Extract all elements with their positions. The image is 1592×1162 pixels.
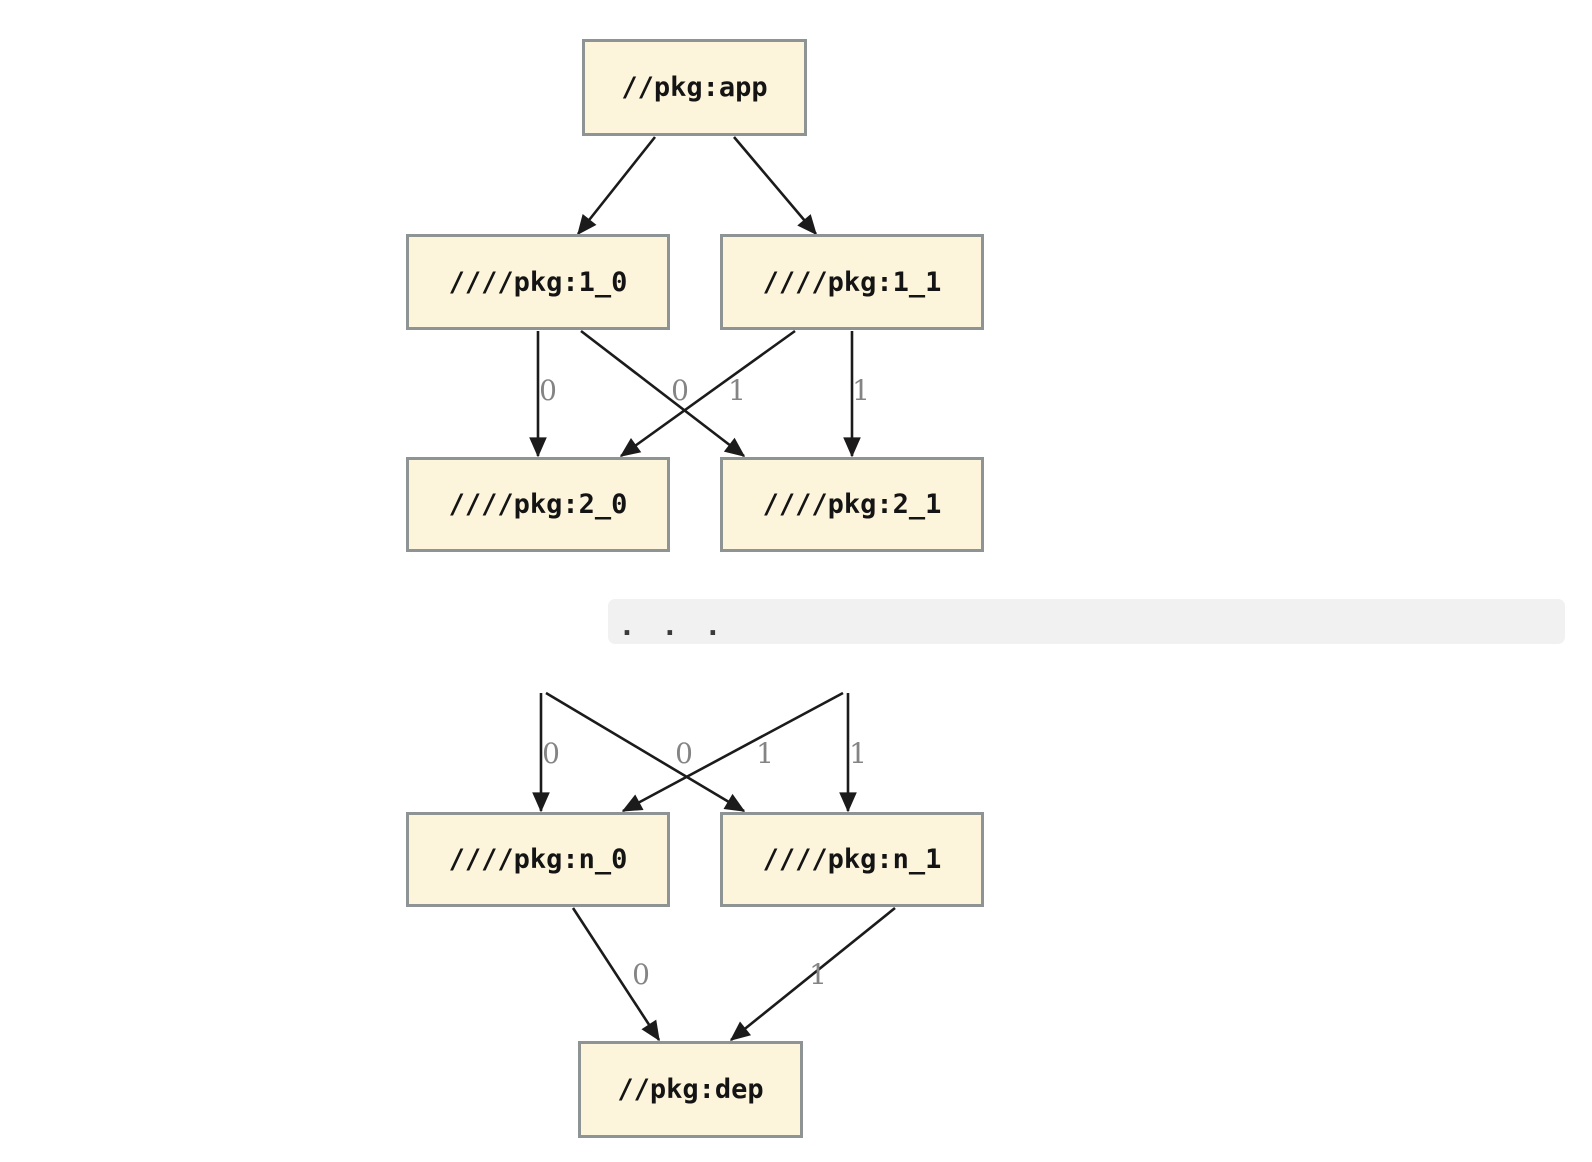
node-pkg-1_0: ////pkg:1_0 <box>406 234 670 330</box>
edge-elided-to-n_1-cross <box>545 691 746 813</box>
node-pkg-2_1: ////pkg:2_1 <box>720 457 984 552</box>
node-pkg-n_0: ////pkg:n_0 <box>406 812 670 907</box>
edge-label-to-n_0-straight: 0 <box>542 737 560 770</box>
edge-n_1-to-dep <box>729 906 896 1042</box>
edge-1_0-to-2_1 <box>580 329 746 458</box>
node-pkg-app: //pkg:app <box>582 39 807 136</box>
edge-label-1_1-to-2_1: 1 <box>852 374 870 407</box>
edge-label-1_0-to-2_0: 0 <box>539 374 557 407</box>
edge-label-n_1-to-dep: 1 <box>809 958 827 991</box>
node-pkg-1_1-label: ////pkg:1_1 <box>762 266 942 298</box>
edge-label-1_0-to-2_1: 1 <box>728 374 746 407</box>
edge-label-to-n_1-straight: 1 <box>849 737 867 770</box>
node-pkg-dep: //pkg:dep <box>578 1041 803 1138</box>
edge-1_1-to-2_0 <box>619 329 796 458</box>
elided-rows-band: . . . <box>608 599 1565 644</box>
ellipsis-dots: . . . <box>622 612 730 642</box>
node-pkg-n_1: ////pkg:n_1 <box>720 812 984 907</box>
edge-label-1_1-to-2_0: 0 <box>671 374 689 407</box>
edge-elided-to-n_0-cross <box>621 691 844 813</box>
node-pkg-app-label: //pkg:app <box>621 72 768 103</box>
node-pkg-dep-label: //pkg:dep <box>617 1074 764 1105</box>
node-pkg-2_1-label: ////pkg:2_1 <box>762 489 942 520</box>
edge-app-to-1_0 <box>576 136 657 236</box>
node-pkg-n_1-label: ////pkg:n_1 <box>762 844 942 875</box>
node-pkg-1_1: ////pkg:1_1 <box>720 234 984 330</box>
node-pkg-1_0-label: ////pkg:1_0 <box>448 266 628 298</box>
edge-app-to-1_1 <box>733 136 817 236</box>
node-pkg-n_0-label: ////pkg:n_0 <box>448 844 628 875</box>
edge-label-to-n_1-cross: 1 <box>756 737 774 770</box>
node-pkg-2_0: ////pkg:2_0 <box>406 457 670 552</box>
edge-label-to-n_0-cross: 0 <box>675 737 693 770</box>
edge-label-n_0-to-dep: 0 <box>632 958 650 991</box>
node-pkg-2_0-label: ////pkg:2_0 <box>448 489 628 520</box>
edge-n_0-to-dep <box>571 907 661 1042</box>
